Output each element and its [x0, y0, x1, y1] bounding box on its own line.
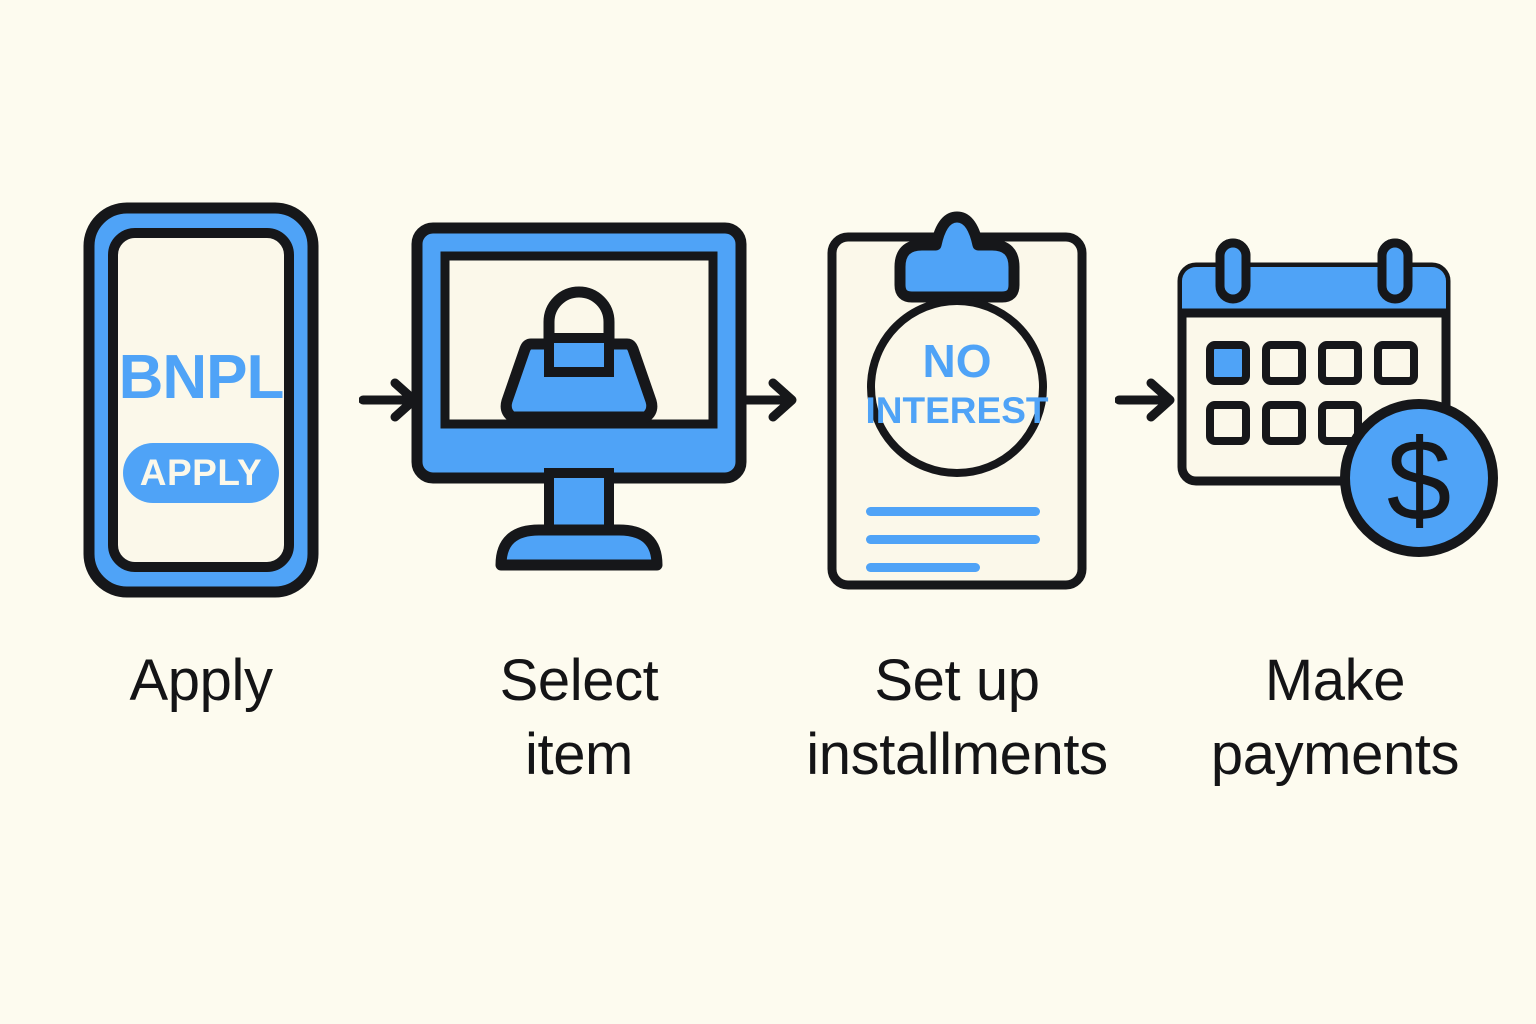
- arrow-right-icon-3: [1107, 190, 1185, 610]
- calendar-day-cell: [1206, 401, 1250, 445]
- calendar-day-cell: [1374, 341, 1418, 385]
- stamp-line-2: INTEREST: [866, 390, 1049, 431]
- calendar-day-cell: [1262, 341, 1306, 385]
- step-set-up-installments-caption: Set up installments: [806, 648, 1108, 787]
- monitor-handbag-svg: [411, 222, 747, 571]
- apply-button[interactable]: APPLY: [123, 443, 279, 503]
- clipboard-line-3: [866, 563, 980, 572]
- step-make-payments: $ Make payments: [1177, 0, 1498, 791]
- dollar-sign-label: $: [1387, 415, 1452, 545]
- clipboard-svg: NO INTEREST: [827, 211, 1087, 590]
- stamp-line-1: NO: [923, 335, 992, 387]
- clipboard-no-interest-icon: NO INTEREST: [807, 190, 1107, 610]
- step-make-payments-caption: Make payments: [1210, 648, 1460, 787]
- calendar-coin-svg: $: [1177, 238, 1498, 557]
- step-select-item: Select item: [411, 0, 747, 791]
- calendar-day-cell: [1318, 401, 1362, 445]
- phone-screen-bnpl-text: BNPL: [119, 343, 284, 412]
- step-set-up-installments: NO INTEREST Set up installments: [806, 0, 1108, 791]
- apply-button-label: APPLY: [140, 452, 262, 493]
- step-apply-caption: Apply: [129, 648, 273, 713]
- step-apply: BNPL APPLY Apply: [51, 0, 351, 718]
- dollar-coin-badge: $: [1340, 399, 1498, 557]
- clipboard-line-1: [866, 507, 1040, 516]
- step-select-item-caption: Select item: [499, 648, 659, 787]
- calendar-dollar-coin-icon: $: [1177, 190, 1498, 610]
- smartphone-bnpl-icon: BNPL APPLY: [51, 190, 351, 610]
- clipboard-line-2: [866, 535, 1040, 544]
- calendar-day-cell-highlighted: [1206, 341, 1250, 385]
- calendar-day-cell: [1318, 341, 1362, 385]
- desktop-monitor-handbag-icon: [411, 190, 747, 610]
- smartphone-bnpl-svg: BNPL APPLY: [83, 202, 319, 598]
- arrow-right-icon-2: [729, 190, 807, 610]
- calendar-day-cell: [1262, 401, 1306, 445]
